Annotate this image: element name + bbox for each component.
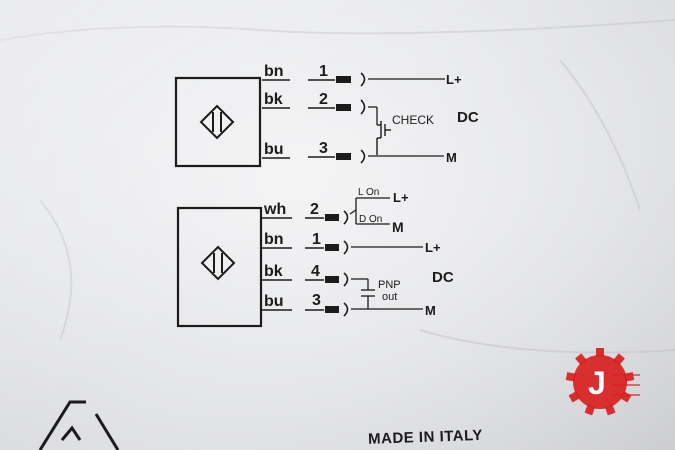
d2-pnp-label: PNP [378,279,401,291]
d2-wire-bk-label: bk [264,263,283,280]
sensor-1-box [174,76,262,168]
d1-pin-2-contact [336,104,351,111]
d2-supply-label: DC [432,269,454,286]
diagram-2: L On L+ D On M wh 2 bn 1 L+ bk 4 [176,187,454,328]
d2-mode-selector [349,197,390,225]
d2-pin-4-contact [325,276,339,283]
d2-pin-3-contact [325,306,339,313]
d1-supply-label: DC [457,109,479,126]
d2-pin-1-contact [325,244,339,251]
d1-wire-bk-label: bk [264,91,283,108]
d1-wire-bn-label: bn [264,63,284,80]
d2-wire-bu-label: bu [264,293,284,310]
d1-pin-1-contact [336,76,351,83]
d2-pin-1-label: 1 [312,231,321,248]
d2-terminal-lplus: L+ [425,240,441,255]
d1-pin-3-contact [336,153,351,160]
d2-terminal-m: M [425,303,436,318]
d1-check-label: CHECK [392,113,434,127]
d1-check-switch [376,121,391,155]
d2-selector-lon: L On [358,187,379,198]
d1-pin-2-label: 2 [319,91,328,108]
d1-pin-3-label: 3 [319,140,328,157]
d1-pin-1-label: 1 [319,63,328,80]
d2-pin-3-label: 3 [312,292,321,309]
d2-wire-bn-label: bn [264,231,284,248]
d2-pin-2-label: 2 [310,201,319,218]
d2-selector-lon-terminal: L+ [393,190,409,205]
d2-selector-don-terminal: M [392,219,404,235]
recycle-triangle-icon [38,400,120,450]
d2-pnp-output-symbol [351,278,375,309]
d2-pin-2-contact [325,214,339,221]
d2-wire-wh-label: wh [263,201,286,218]
made-in-italy-text: MADE IN ITALY [368,427,483,448]
sensor-2-symbol-icon [200,245,236,281]
logo-letter: J [588,365,606,401]
sensor-2-box [176,206,263,328]
d2-selector-don: D On [359,214,382,225]
sensor-1-symbol-icon [199,104,235,140]
watermark-logo: J [565,348,640,416]
d1-terminal-lplus: L+ [446,72,462,87]
d2-out-label: out [382,291,397,303]
d1-wire-bu-label: bu [264,141,284,158]
d2-pin-4-label: 4 [311,263,320,280]
diagram-1: bn 1 L+ bk 2 CHECK DC bu 3 [174,63,479,168]
d1-terminal-m: M [446,150,457,165]
